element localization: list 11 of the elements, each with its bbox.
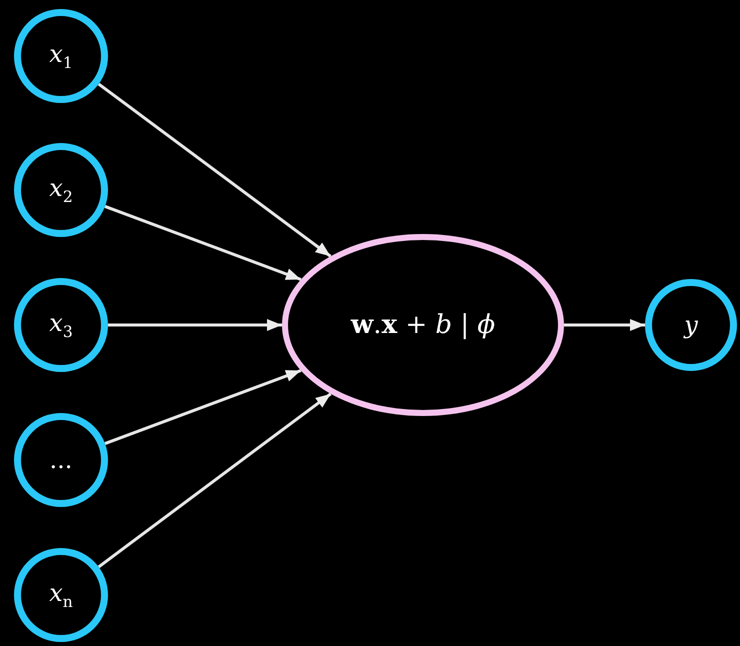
arrow: [98, 392, 332, 568]
node-label: ...: [50, 446, 72, 474]
arrow: [98, 82, 332, 258]
node-label: x$_{3}$: [49, 309, 73, 341]
node-label: x$_{n}$: [49, 579, 73, 611]
arrow: [564, 319, 645, 331]
arrow: [108, 319, 282, 331]
node-label: x$_{1}$: [49, 40, 73, 72]
node-label: x$_{2}$: [49, 174, 73, 206]
node-label: w.x + b | ϕ: [350, 310, 496, 340]
node-label: y: [684, 311, 698, 339]
